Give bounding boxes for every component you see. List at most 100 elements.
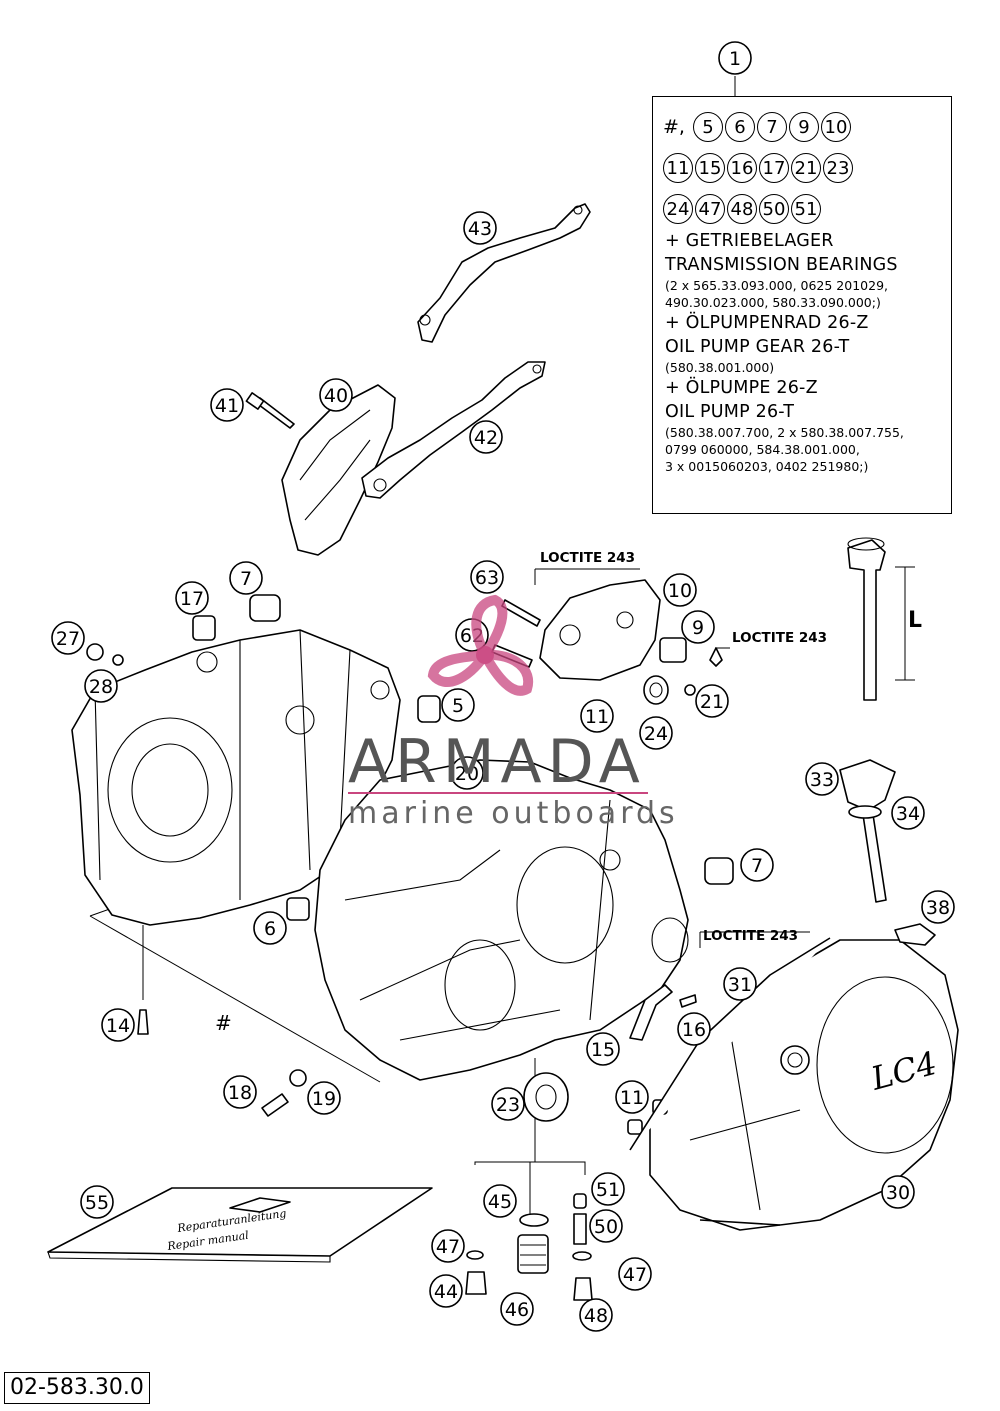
- svg-text:7: 7: [751, 855, 763, 877]
- callout-24: 24: [639, 716, 673, 750]
- svg-text:7: 7: [240, 568, 252, 590]
- bracket-15: [629, 984, 673, 1041]
- callout-47: 47: [431, 1229, 465, 1263]
- plug-44: [465, 1271, 487, 1295]
- bushing-7-top: [249, 594, 281, 622]
- bushing-5: [417, 695, 441, 723]
- svg-text:18: 18: [228, 1082, 252, 1104]
- watermark-title: ARMADA: [348, 727, 646, 797]
- screw-18: [261, 1093, 289, 1117]
- svg-text:51: 51: [596, 1179, 620, 1201]
- svg-text:41: 41: [215, 395, 239, 417]
- kit-line: 0799 060000, 584.38.001.000,: [665, 442, 860, 457]
- plug-48: [573, 1277, 593, 1301]
- bushing-6: [286, 897, 310, 921]
- armada-logo-icon: [427, 594, 534, 696]
- callout-46: 46: [500, 1292, 534, 1326]
- washer-28: [112, 654, 124, 666]
- svg-text:27: 27: [56, 628, 80, 650]
- callout-51: 51: [591, 1172, 625, 1206]
- sleeve-11-right-b: [627, 1119, 643, 1135]
- svg-text:16: 16: [682, 1019, 706, 1041]
- callout-5: 5: [441, 688, 475, 722]
- svg-text:17: 17: [180, 588, 204, 610]
- kit-contents-box: #, 5 6 7 9 10 11 15 16 17 21 23 24 47 48…: [652, 96, 952, 514]
- callout-28: 28: [84, 669, 118, 703]
- kit-item: 5: [692, 112, 723, 142]
- kit-item: 9: [788, 112, 819, 142]
- bracket-42: [361, 361, 546, 499]
- spring-50: [573, 1213, 587, 1245]
- kit-line: + ÖLPUMPENRAD 26-Z: [665, 313, 869, 333]
- kit-item: 51: [791, 194, 821, 224]
- kit-item: 6: [724, 112, 755, 142]
- watermark-divider: [348, 792, 648, 794]
- o-ring-45: [519, 1213, 549, 1227]
- callout-7: 7: [229, 561, 263, 595]
- callout-11: 11: [615, 1080, 649, 1114]
- kit-line: + ÖLPUMPE 26-Z: [665, 378, 818, 398]
- gear-9: [659, 637, 687, 663]
- kit-item: 21: [791, 153, 821, 183]
- oil-plug-33: [839, 759, 896, 903]
- svg-text:33: 33: [810, 769, 834, 791]
- kit-line: + GETRIEBELAGER: [665, 231, 834, 251]
- kit-item: 7: [756, 112, 787, 142]
- kit-row-3: 24 47 48 50 51: [663, 194, 821, 224]
- kit-line: (2 x 565.33.093.000, 0625 201029,: [665, 278, 888, 293]
- svg-text:24: 24: [644, 723, 668, 745]
- svg-text:47: 47: [623, 1264, 647, 1286]
- svg-text:43: 43: [468, 218, 492, 240]
- bearing-23: [523, 1072, 569, 1122]
- svg-text:1: 1: [729, 48, 741, 70]
- svg-text:48: 48: [584, 1305, 608, 1327]
- bushing-7-right: [704, 857, 734, 885]
- watermark-subtitle: marine outboards: [348, 796, 679, 831]
- callout-27: 27: [51, 621, 85, 655]
- svg-text:40: 40: [324, 385, 348, 407]
- plug-27: [86, 643, 104, 661]
- callout-42: 42: [469, 420, 503, 454]
- svg-text:20: 20: [455, 763, 479, 785]
- svg-text:30: 30: [886, 1182, 910, 1204]
- svg-text:10: 10: [668, 580, 692, 602]
- kit-line: OIL PUMP GEAR 26-T: [665, 337, 850, 357]
- svg-text:5: 5: [452, 695, 464, 717]
- svg-text:38: 38: [926, 897, 950, 919]
- o-ring-47-right: [572, 1251, 592, 1261]
- callout-41: 41: [210, 388, 244, 422]
- kit-line: 3 x 0015060203, 0402 251980;): [665, 459, 869, 474]
- callout-21: 21: [695, 684, 729, 718]
- callout-31: 31: [723, 967, 757, 1001]
- kit-line: 490.30.023.000, 580.33.090.000;): [665, 295, 881, 310]
- callout-6: 6: [253, 911, 287, 945]
- svg-text:55: 55: [85, 1192, 109, 1214]
- dipstick: [847, 539, 886, 701]
- bushing-17: [192, 615, 216, 641]
- svg-text:21: 21: [700, 691, 724, 713]
- svg-text:28: 28: [89, 676, 113, 698]
- callout-23: 23: [491, 1087, 525, 1121]
- callout-44: 44: [429, 1274, 463, 1308]
- svg-text:45: 45: [488, 1191, 512, 1213]
- kit-item: 47: [695, 194, 725, 224]
- kit-item: 24: [663, 194, 693, 224]
- callout-43: 43: [463, 211, 497, 245]
- loctite-label-screw: LOCTITE 243: [732, 630, 828, 646]
- oil-screen-46: [517, 1234, 549, 1274]
- kit-item: 23: [823, 153, 853, 183]
- document-number: 02-583.30.0: [4, 1372, 150, 1404]
- callout-11: 11: [580, 699, 614, 733]
- callout-10: 10: [663, 573, 697, 607]
- hash-mark: #: [215, 1011, 232, 1035]
- svg-text:6: 6: [264, 918, 276, 940]
- kit-row-1: #, 5 6 7 9 10: [663, 112, 851, 142]
- svg-text:31: 31: [728, 974, 752, 996]
- svg-text:15: 15: [591, 1039, 615, 1061]
- svg-text:11: 11: [620, 1087, 644, 1109]
- callout-20: 20: [450, 756, 484, 790]
- kit-item: 16: [727, 153, 757, 183]
- piston-51: [573, 1193, 587, 1209]
- svg-text:46: 46: [505, 1299, 529, 1321]
